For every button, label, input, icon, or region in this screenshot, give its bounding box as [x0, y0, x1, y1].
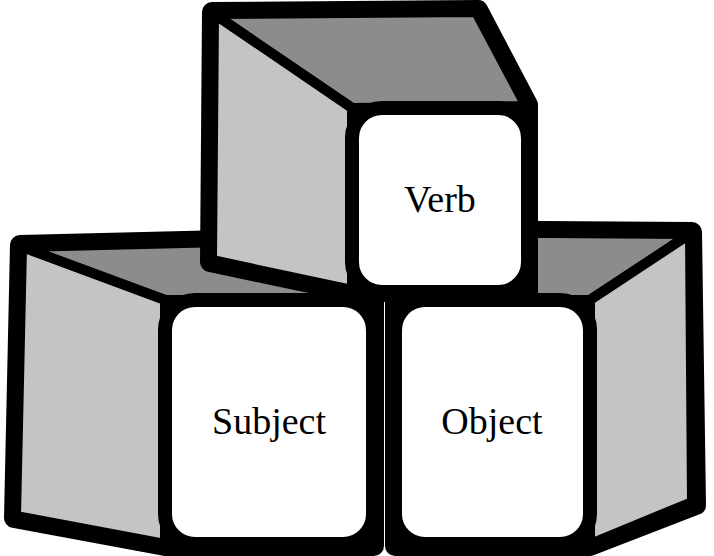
cube-face-node: Subject [176, 312, 362, 532]
node-label: Subject [212, 401, 326, 443]
cube-face-node: Verb [360, 120, 520, 280]
cube-silhouette [210, 10, 528, 292]
node-label: Verb [404, 179, 476, 221]
cube-face-node: Object [405, 312, 580, 532]
cube-front-face [395, 300, 590, 544]
cube-side-face [212, 14, 352, 290]
verb-cube [210, 10, 528, 292]
cube-front-face [352, 108, 528, 292]
node-label: Object [441, 401, 542, 443]
cube-side-face [590, 234, 692, 544]
cube-front-face [165, 300, 373, 544]
cube-side-face [16, 247, 165, 544]
